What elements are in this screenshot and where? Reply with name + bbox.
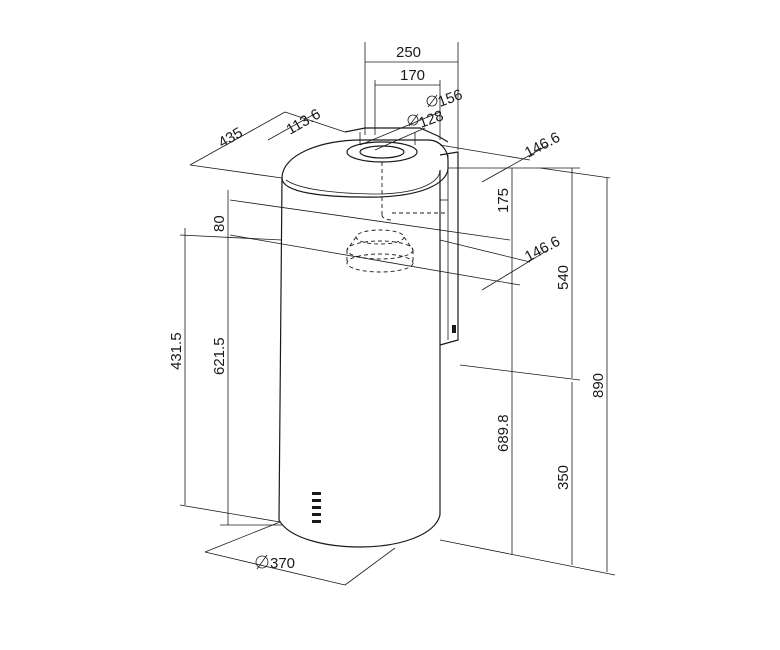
dim-depth: 435 xyxy=(216,124,246,151)
hidden-duct xyxy=(381,162,448,221)
dimension-labels: 250 170 156 128 435 113.6 146.6 146.6 17… xyxy=(168,44,607,572)
control-buttons xyxy=(312,492,321,523)
dim-duct-inner: 128 xyxy=(417,107,446,132)
dim-diameter: 370 xyxy=(270,555,295,572)
dim-diameter-group: 370 xyxy=(255,554,295,572)
dim-side-offset-lower: 146.6 xyxy=(522,233,563,266)
fan-collar xyxy=(346,229,414,273)
dim-total-height: 890 xyxy=(590,373,607,398)
hood-cylinder xyxy=(278,139,449,548)
dim-top-inner-width: 170 xyxy=(400,67,425,84)
dim-duct-height: 175 xyxy=(495,188,512,213)
dim-offset-top: 113.6 xyxy=(284,106,324,139)
dim-left-height-outer: 431.5 xyxy=(168,332,185,370)
dim-side-offset-upper: 146.6 xyxy=(522,129,563,162)
dim-bracket-height: 540 xyxy=(555,265,572,290)
dimension-lines xyxy=(179,42,616,586)
dim-top-width: 250 xyxy=(396,44,421,61)
dim-duct-outer-group: 156 xyxy=(426,86,465,111)
dim-mount-height: 689.8 xyxy=(495,414,512,452)
dim-collar-depth: 80 xyxy=(211,215,228,232)
wall-bracket xyxy=(439,151,459,346)
dim-left-height-inner: 621.5 xyxy=(211,337,228,375)
dim-bottom-height: 350 xyxy=(555,465,572,490)
